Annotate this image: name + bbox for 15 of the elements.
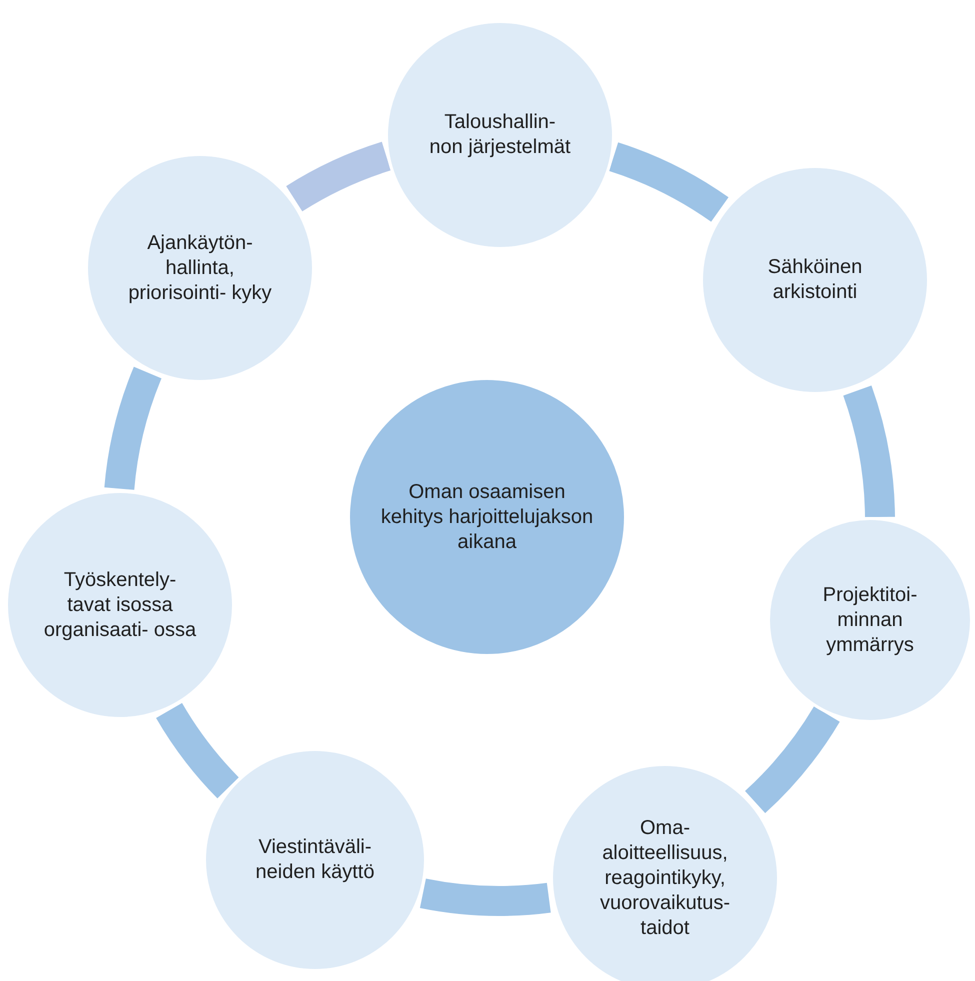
node-label: Projektitoi- minnan ymmärrys [822,582,918,658]
ring-arc [104,367,162,490]
ring-arc [156,702,240,798]
ring-arc [843,386,895,518]
ring-arc [744,706,840,813]
ring-arc [608,142,728,222]
node-label: Taloushallin- non järjestelmät [428,110,572,160]
node-label: Työskentely- tavat isossa organisaati- ossa [42,568,198,642]
node-label: Ajankäytön- hallinta, priorisointi- kyky [127,230,273,306]
node-label: Viestintäväli- neiden käyttö [254,835,376,885]
ring-arc [286,142,392,212]
node-label: Oman osaamisen kehitys harjoittelujakson aikana [380,480,594,554]
node-label: Oma- aloitteellisuus, reagointikyky, vuorovaikutus- taidot [598,816,732,940]
ring-arc [420,878,550,916]
node-label: Sähköinen arkistointi [766,255,864,305]
